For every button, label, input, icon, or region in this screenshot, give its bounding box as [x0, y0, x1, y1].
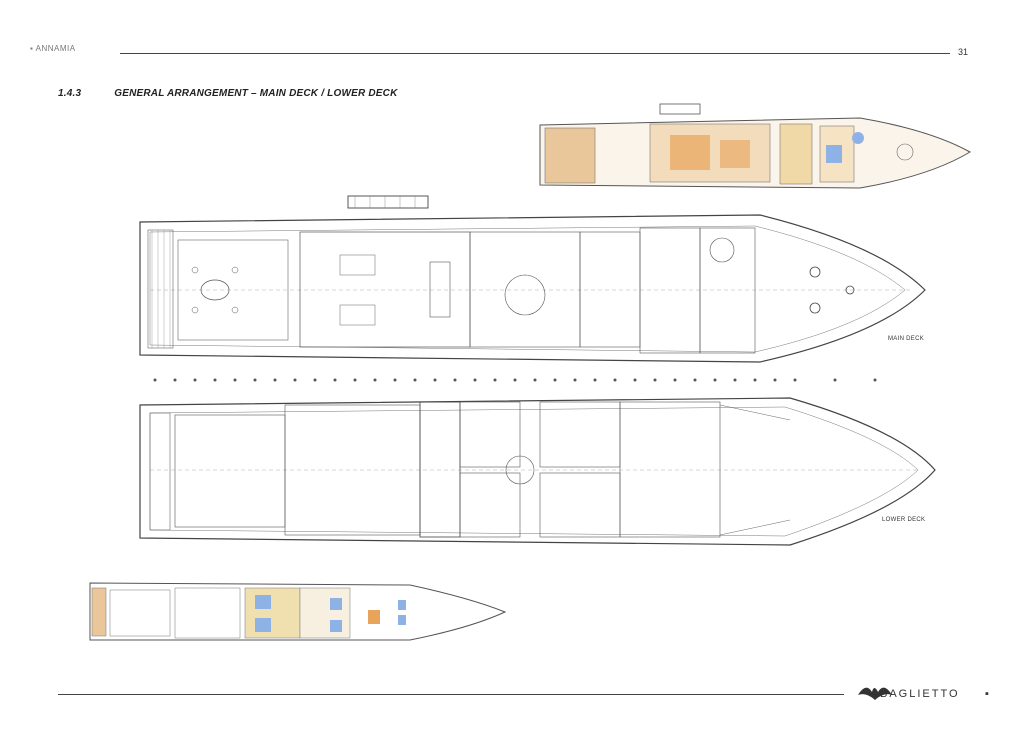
- lower-deck-label: LOWER DECK: [882, 517, 926, 523]
- section-title: 1.4.3 GENERAL ARRANGEMENT – MAIN DECK / …: [58, 88, 398, 99]
- page-number: 31: [958, 47, 969, 57]
- frame-markers: [153, 378, 877, 382]
- footer-rule: [58, 694, 844, 695]
- baglietto-bat-icon: [858, 687, 892, 700]
- main-deck-plan: [139, 195, 926, 363]
- header-brand: ▪ ANNAMIA: [30, 44, 76, 53]
- upper-colored-plan: [539, 103, 972, 189]
- footer-brand: BAGLIETTO: [880, 688, 960, 700]
- bullet-icon: ▪: [30, 44, 36, 53]
- section-number: 1.4.3: [58, 88, 82, 99]
- section-heading: GENERAL ARRANGEMENT – MAIN DECK / LOWER …: [114, 88, 398, 99]
- lower-colored-plan: [89, 582, 507, 641]
- footer-bullet-icon: ▪: [985, 688, 989, 700]
- main-deck-label: MAIN DECK: [888, 336, 925, 342]
- header-rule: [120, 53, 950, 54]
- lower-deck-plan: [139, 397, 936, 546]
- brand-name: ANNAMIA: [35, 44, 76, 53]
